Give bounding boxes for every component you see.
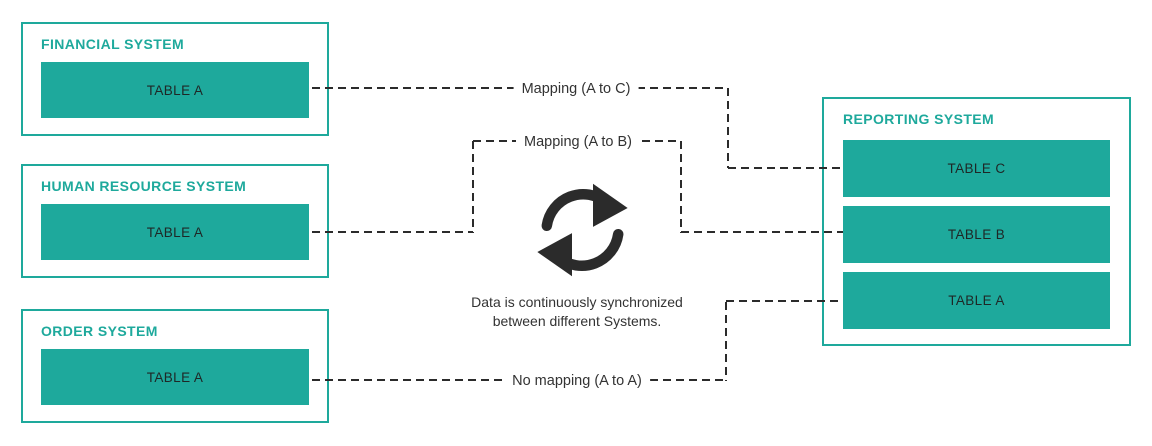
connector-segment — [727, 88, 729, 168]
connector-segment — [472, 141, 474, 233]
sync-caption-line1: Data is continuously synchronized — [471, 294, 683, 310]
human-resource-table-a: TABLE A — [41, 204, 309, 260]
order-system-title: ORDER SYSTEM — [41, 323, 158, 339]
human-resource-system-box: HUMAN RESOURCE SYSTEM TABLE A — [21, 164, 329, 278]
connector-segment — [681, 231, 843, 233]
connector-segment — [725, 302, 727, 381]
connector-label-a-to-b: Mapping (A to B) — [516, 134, 640, 150]
reporting-system-box: REPORTING SYSTEM TABLE C TABLE B TABLE A — [822, 97, 1131, 346]
order-system-box: ORDER SYSTEM TABLE A — [21, 309, 329, 423]
sync-caption-line2: between different Systems. — [492, 313, 662, 329]
financial-system-box: FINANCIAL SYSTEM TABLE A — [21, 22, 329, 136]
financial-system-title: FINANCIAL SYSTEM — [41, 36, 185, 52]
reporting-system-title: REPORTING SYSTEM — [843, 111, 995, 127]
financial-table-a: TABLE A — [41, 62, 309, 118]
order-table-a: TABLE A — [41, 349, 309, 405]
connector-segment — [728, 167, 843, 169]
connector-segment — [312, 231, 473, 233]
connector-label-no-mapping-a-to-a: No mapping (A to A) — [504, 373, 650, 389]
connector-label-a-to-c: Mapping (A to C) — [513, 81, 639, 97]
human-resource-system-title: HUMAN RESOURCE SYSTEM — [41, 178, 247, 194]
sync-icon — [530, 177, 635, 283]
reporting-table-c: TABLE C — [843, 140, 1110, 197]
connector-segment — [680, 141, 682, 233]
reporting-table-b: TABLE B — [843, 206, 1110, 263]
reporting-table-a: TABLE A — [843, 272, 1110, 329]
sync-caption: Data is continuously synchronized betwee… — [437, 293, 717, 331]
connector-segment — [726, 300, 843, 302]
